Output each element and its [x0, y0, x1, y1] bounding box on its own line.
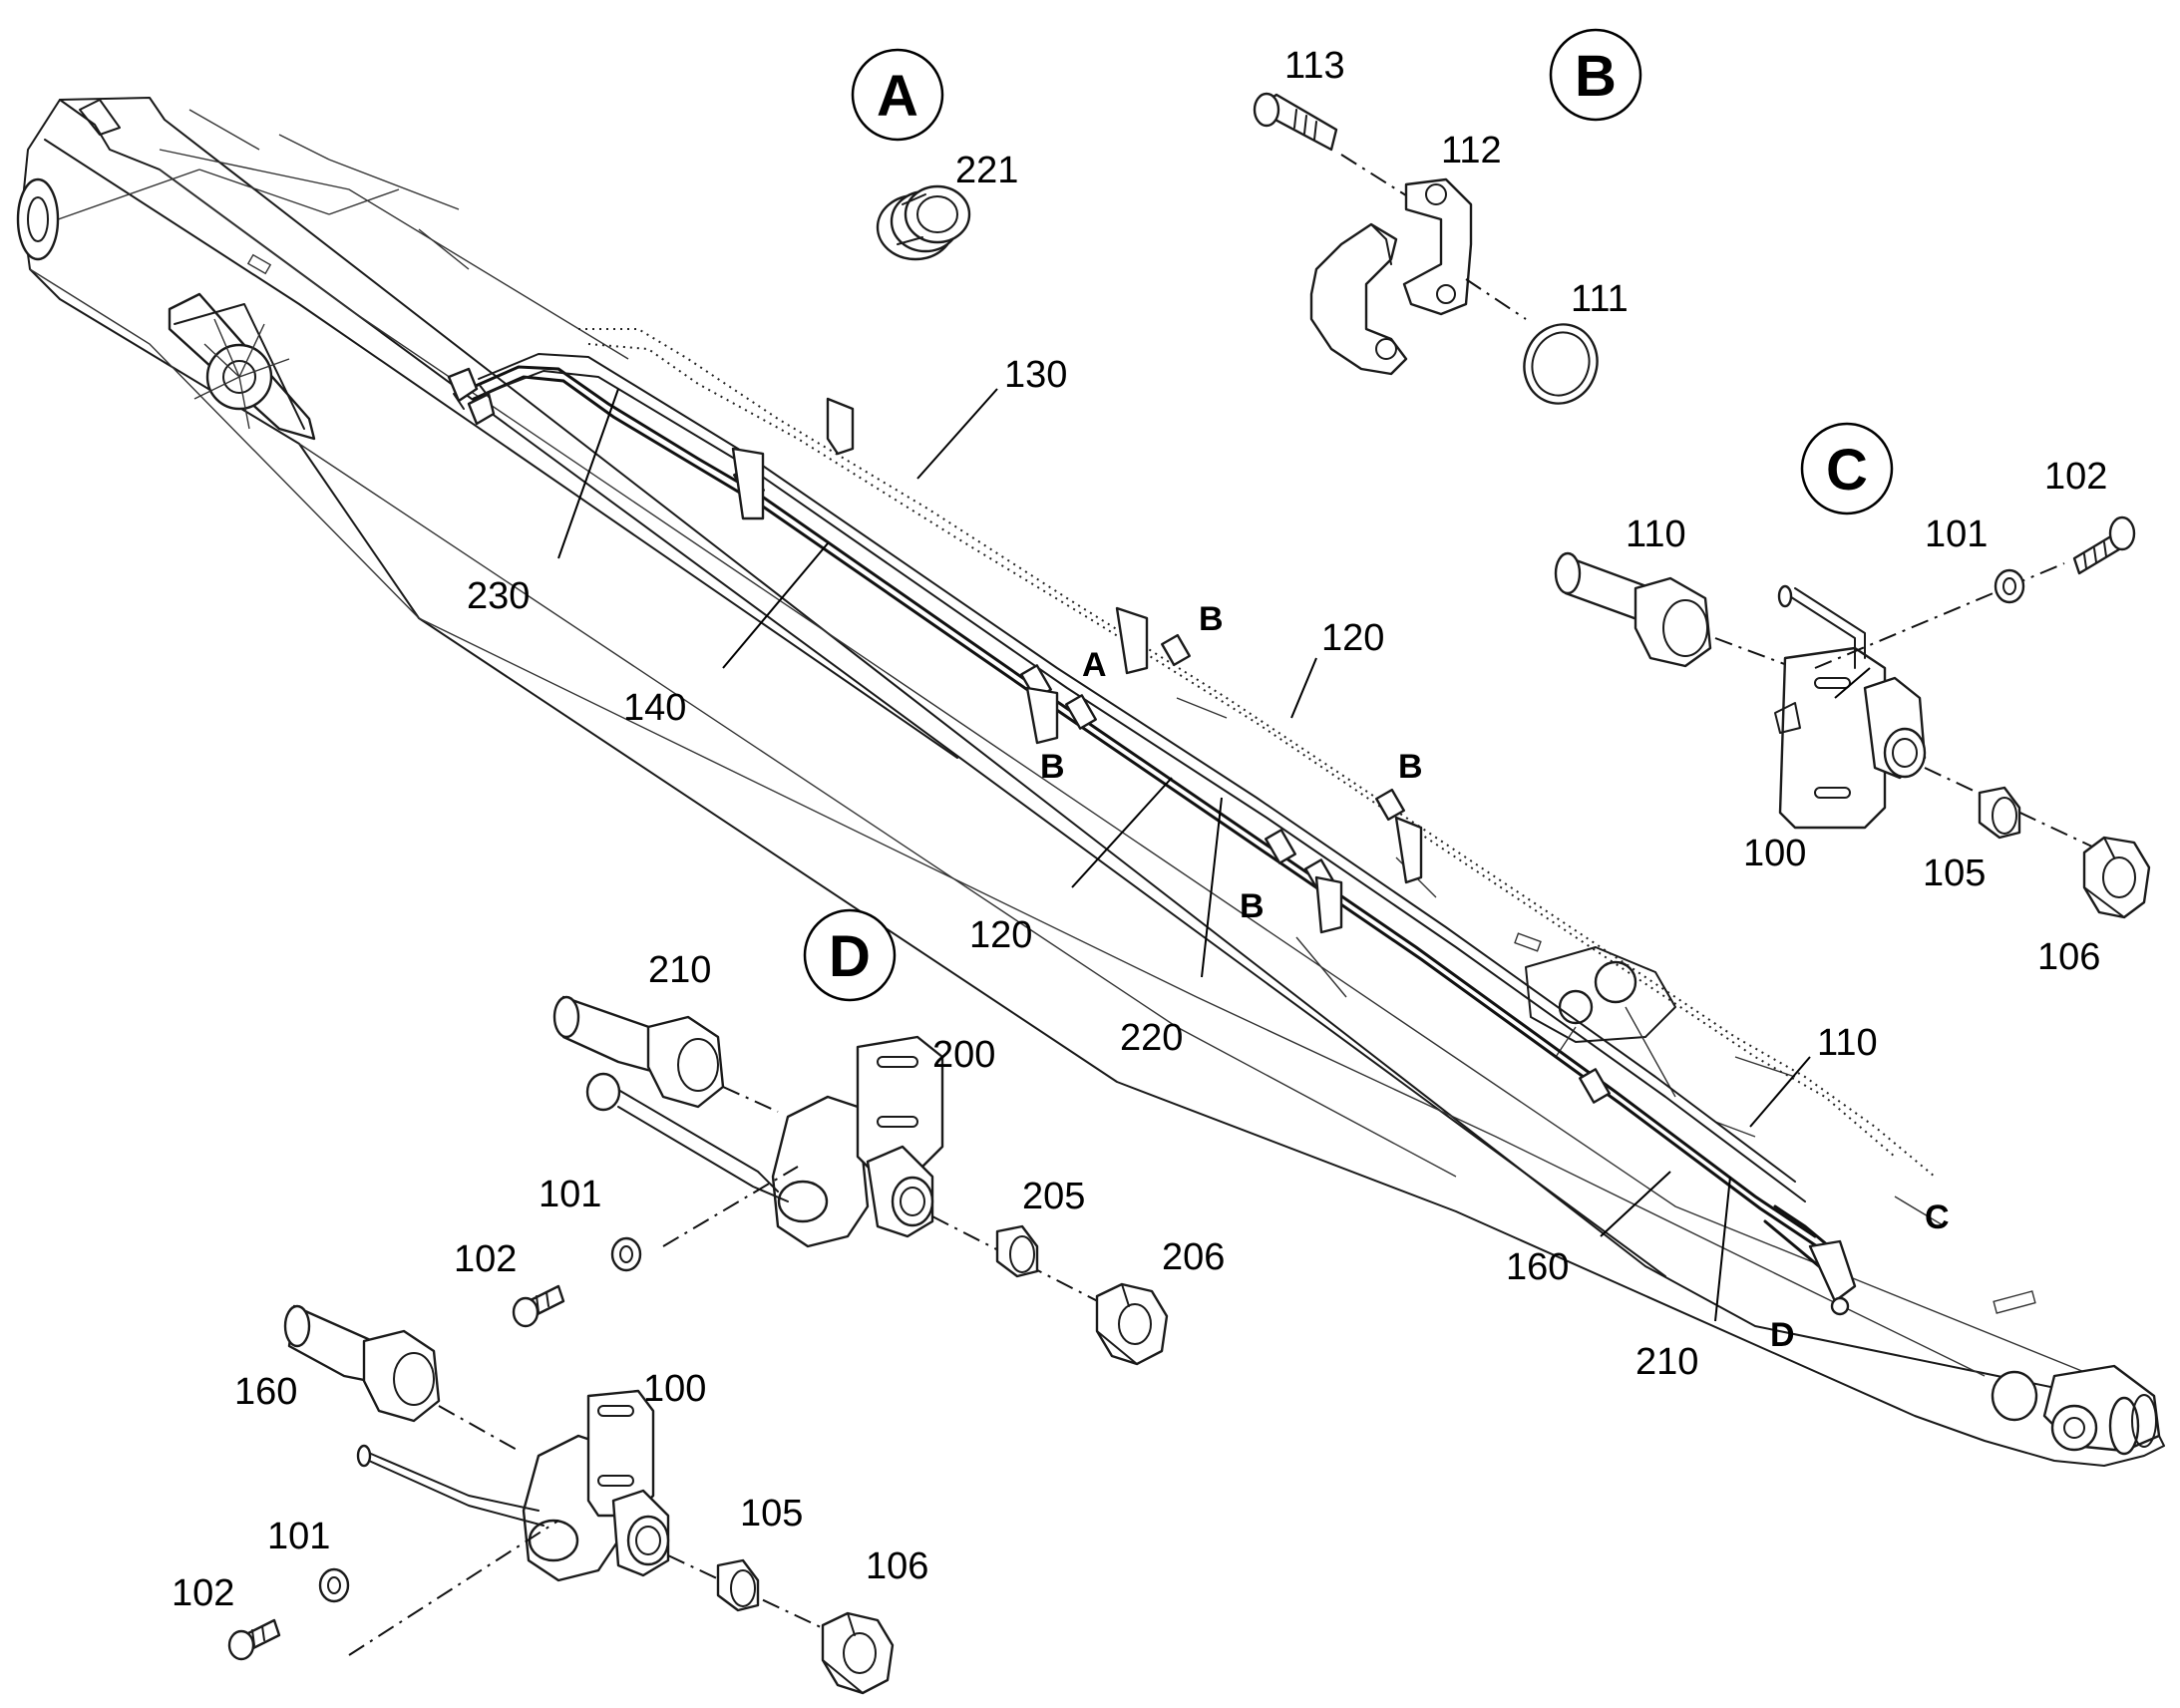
part-label: 160: [234, 1371, 297, 1413]
svg-text:A: A: [877, 64, 918, 129]
part-label: 210: [1635, 1341, 1698, 1383]
washer-101a: [1994, 568, 2025, 604]
part-label: 102: [2044, 456, 2107, 498]
detail-callout-a: A: [851, 48, 944, 142]
bolt-113: [1253, 92, 1338, 152]
part-label: 101: [267, 1516, 330, 1557]
part-label: 100: [1743, 833, 1806, 874]
part-label: 220: [1120, 1017, 1183, 1059]
boom-arm: [16, 97, 2165, 1467]
detail-callout-c: C: [1800, 422, 1894, 515]
svg-text:C: C: [1826, 438, 1868, 503]
svg-text:B: B: [1575, 44, 1617, 109]
marker-d: D: [1770, 1316, 1795, 1354]
marker-b: B: [1240, 887, 1265, 925]
part-label: 200: [932, 1034, 995, 1076]
detail-d-lower-group: [227, 1304, 895, 1695]
part-label: 110: [1817, 1022, 1878, 1064]
part-label: 101: [539, 1174, 601, 1215]
detail-callout-d: D: [803, 908, 897, 1002]
o-ring-111: [1523, 323, 1599, 405]
sleeve-105b: [716, 1558, 760, 1612]
boom-markers: B A B B B C D: [1040, 600, 1950, 1354]
part-label: 102: [454, 1238, 517, 1280]
valve-body-100: [1774, 646, 1927, 830]
part-label: 105: [1923, 853, 1986, 894]
washer-101c: [318, 1567, 350, 1603]
part-label: 160: [1506, 1246, 1569, 1288]
detail-callout-b: B: [1549, 28, 1642, 122]
detail-a-group: [876, 184, 971, 261]
part-label: 106: [2037, 936, 2100, 978]
leader-lines: [557, 388, 1871, 1322]
nut-206: [1095, 1282, 1169, 1366]
bolt-102b: [512, 1284, 565, 1328]
marker-b: B: [1398, 748, 1423, 786]
marker-c: C: [1925, 1198, 1950, 1236]
marker-b: B: [1040, 748, 1065, 786]
marker-a: A: [1082, 646, 1107, 684]
bolt-102c: [227, 1618, 281, 1661]
valve-lever: [1777, 584, 1866, 669]
part-label: 106: [866, 1545, 928, 1587]
sleeve-205: [995, 1224, 1039, 1278]
detail-d-upper-group: [512, 995, 1169, 1366]
part-label: 120: [1321, 617, 1384, 659]
part-label: 105: [740, 1493, 803, 1535]
part-label: 140: [623, 687, 686, 729]
nut-106b: [821, 1611, 895, 1695]
bolt-102a: [2072, 515, 2136, 575]
boom-pipes: [447, 353, 1857, 1316]
pipe-160: [283, 1304, 441, 1423]
flange-half-112: [1309, 177, 1473, 376]
part-label: 130: [1004, 354, 1067, 396]
svg-text:D: D: [829, 924, 871, 989]
detail-c-group: [1554, 515, 2151, 919]
part-label: 230: [467, 575, 530, 617]
part-label: 112: [1441, 130, 1502, 171]
part-label: 102: [172, 1572, 234, 1614]
part-label: 101: [1925, 513, 1988, 555]
nut-106a: [2082, 836, 2151, 919]
sleeve-105a: [1978, 786, 2021, 840]
part-label: 206: [1162, 1236, 1225, 1278]
part-label: 110: [1626, 513, 1686, 555]
part-number-labels: 113 112 111 221 130 230 140 120 120 220 …: [172, 45, 2107, 1614]
valve-body-200: [771, 1035, 944, 1248]
detail-a-fitting-221: [876, 184, 971, 261]
valve-body-100b: [522, 1389, 670, 1582]
part-label: 113: [1284, 45, 1345, 87]
valve-lever-d-lower: [356, 1444, 545, 1527]
pipe-210: [552, 995, 725, 1109]
part-label: 210: [648, 949, 711, 991]
part-label: 120: [969, 914, 1032, 956]
part-label: 205: [1022, 1176, 1085, 1217]
part-label: 100: [643, 1368, 706, 1410]
washer-101b: [610, 1236, 642, 1272]
part-label: 111: [1571, 278, 1629, 320]
detail-b-group: [1253, 92, 1599, 405]
valve-lever-d: [585, 1072, 789, 1202]
part-label: 221: [955, 150, 1018, 191]
marker-b: B: [1199, 600, 1224, 638]
pipe-110: [1554, 551, 1712, 668]
